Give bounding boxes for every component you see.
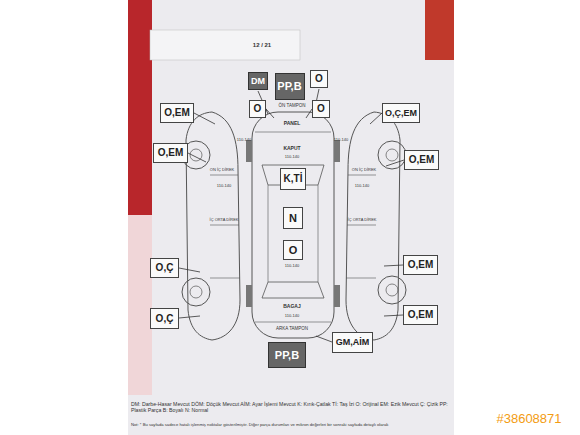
- condition-box: O,EM: [160, 103, 194, 123]
- condition-code: O,Ç: [156, 263, 174, 273]
- condition-box: PP,B: [268, 342, 306, 368]
- part-label: İÇ ORTA DİREK: [210, 218, 239, 222]
- condition-box: O: [310, 70, 328, 88]
- part-label: ÖN TAMPON: [279, 104, 306, 109]
- condition-code: O,EM: [408, 310, 434, 320]
- condition-code: O: [317, 104, 325, 114]
- condition-code: K,Tİ: [284, 174, 303, 184]
- part-label: 110-140: [285, 155, 299, 159]
- condition-box: K,Tİ: [280, 168, 306, 190]
- part-label: 110-140: [355, 184, 369, 188]
- condition-box: PP,B: [275, 73, 305, 100]
- part-label: 110-140: [217, 184, 231, 188]
- condition-code: GM,AİM: [336, 338, 370, 347]
- condition-box: O: [312, 100, 330, 118]
- part-label: ARKA TAMPON: [276, 327, 308, 332]
- condition-box: O: [283, 240, 303, 260]
- condition-code: PP,B: [275, 350, 299, 361]
- part-label: 110-140: [285, 264, 299, 268]
- part-label: 110-140: [334, 138, 348, 142]
- part-label: PANEL: [284, 121, 301, 127]
- condition-code: O,EM: [408, 260, 434, 270]
- condition-box: O,Ç,EM: [382, 103, 420, 123]
- part-label: BAGAJ: [283, 304, 301, 310]
- part-label: İÇ ORTA DİREK: [348, 218, 377, 222]
- condition-code: O,EM: [158, 148, 184, 158]
- listing-number: #38608871: [496, 412, 561, 426]
- part-label: 110-140: [237, 138, 251, 142]
- condition-code: O: [315, 74, 323, 84]
- condition-box: N: [283, 207, 303, 229]
- part-label: ÖN İÇ DİREK: [210, 168, 234, 172]
- condition-code: O,Ç: [156, 314, 174, 324]
- condition-box: O: [249, 100, 266, 118]
- part-label: 12 / 21: [253, 42, 271, 49]
- condition-code: PP,B: [277, 81, 301, 92]
- part-label: KAPUT: [283, 146, 300, 152]
- condition-box: GM,AİM: [332, 332, 373, 353]
- condition-box: O,EM: [153, 143, 188, 163]
- condition-box: O,EM: [404, 150, 439, 170]
- condition-code: DM: [251, 77, 265, 86]
- condition-box: O,Ç: [150, 258, 179, 278]
- condition-code: O,EM: [409, 155, 435, 165]
- part-label: 110-140: [285, 314, 299, 318]
- footnote: DM: Darbe-Hasar Mevcut DÖM: Döçük Mevcut…: [131, 402, 449, 413]
- condition-box: O,Ç: [150, 308, 179, 329]
- condition-box: O,EM: [403, 305, 438, 325]
- condition-code: N: [289, 213, 297, 224]
- condition-box: O,EM: [403, 255, 438, 275]
- condition-box: DM: [248, 72, 268, 90]
- condition-code: O: [254, 104, 262, 114]
- condition-code: O,EM: [164, 108, 190, 118]
- condition-code: O: [289, 245, 298, 256]
- footnote: Not: * Bu sayfada sadece hatalı işlenmiş…: [131, 423, 451, 428]
- condition-code: O,Ç,EM: [385, 109, 417, 118]
- part-label: ÖN İÇ DİREK: [352, 168, 376, 172]
